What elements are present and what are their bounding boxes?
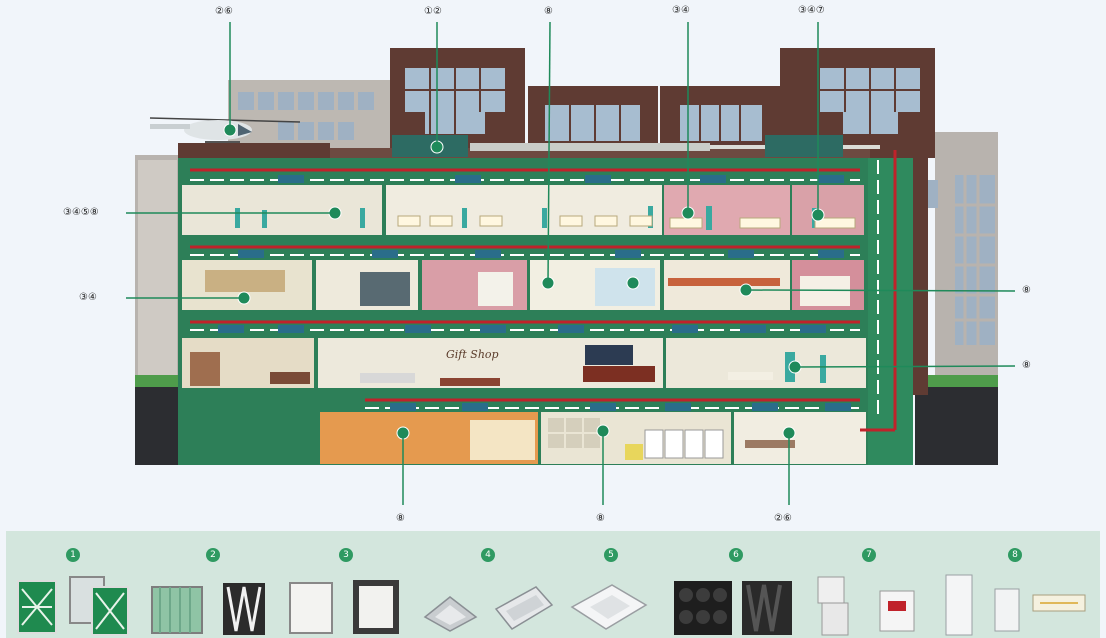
gift-shop-sign: Gift Shop xyxy=(446,348,499,361)
legend-number-5: 5 xyxy=(604,548,618,562)
legend-number-6: 6 xyxy=(729,548,743,562)
callout-top-room: ③④ xyxy=(672,5,690,16)
fan-filter-unit-icon xyxy=(570,584,648,630)
floor-3 xyxy=(182,185,864,235)
legend-number-3: 3 xyxy=(339,548,353,562)
hepa-terminal-box-icon xyxy=(494,586,554,630)
helicopter xyxy=(149,117,301,143)
compact-air-purifier-icon xyxy=(994,588,1020,632)
callout-markers xyxy=(223,123,825,440)
bag-filter-icon xyxy=(151,586,203,634)
legend-number-8: 8 xyxy=(1008,548,1022,562)
tower-air-purifier-icon xyxy=(945,574,973,636)
hepa-panel-filter-icon xyxy=(289,582,333,634)
callout-bottom-right: ②⑥ xyxy=(774,513,792,524)
grass-left xyxy=(135,375,180,387)
legend-number-7: 7 xyxy=(862,548,876,562)
ground-right xyxy=(915,387,998,465)
callout-bottom-center: ⑧ xyxy=(596,513,605,524)
carbon-cylinder-filter-icon xyxy=(674,581,732,635)
dust-collector-icon xyxy=(817,576,849,636)
callout-bottom-left: ⑧ xyxy=(396,513,405,524)
callout-right-floor2: ⑧ xyxy=(1022,285,1031,296)
vertical-duct-shaft xyxy=(868,158,913,465)
roof-ledge xyxy=(330,148,870,158)
rooftop-ahu-right xyxy=(765,135,843,157)
legend-number-2: 2 xyxy=(206,548,220,562)
ceiling-diffuser-icon xyxy=(423,596,478,632)
background-building-left xyxy=(135,80,390,465)
grass-right xyxy=(915,375,998,387)
v-bank-filter-icon xyxy=(223,583,265,635)
roof-slab xyxy=(178,143,330,159)
callout-top-center: ⑧ xyxy=(544,6,553,17)
callout-left-floor2: ③④ xyxy=(79,292,97,303)
hospital-hvac-cutaway: Gift Shop xyxy=(126,21,1016,505)
floor-1 xyxy=(182,338,866,388)
hepa-box-filter-icon xyxy=(353,580,399,634)
background-building-right xyxy=(914,132,998,377)
ceiling-diffusers xyxy=(218,175,851,411)
callout-heli-filters: ②⑥ xyxy=(215,6,233,17)
green-panel-filter-icon xyxy=(17,580,57,634)
portable-air-purifier-icon xyxy=(879,590,915,632)
carbon-v-bank-filter-icon xyxy=(742,581,792,635)
legend-products xyxy=(17,574,1086,636)
legend-number-1: 1 xyxy=(66,548,80,562)
basement xyxy=(320,412,866,464)
green-panel-filter-pair-icon xyxy=(69,576,129,636)
leader-lines xyxy=(126,21,1016,505)
callout-left-floor3: ③④⑤⑧ xyxy=(63,207,99,218)
legend-number-4: 4 xyxy=(481,548,495,562)
rooftop-ahu-left xyxy=(392,135,468,157)
callout-top-right: ③④⑦ xyxy=(798,5,825,16)
callout-right-floor1: ⑧ xyxy=(1022,360,1031,371)
floor-2 xyxy=(182,260,864,310)
callout-rooftop-ahu: ①② xyxy=(424,6,442,17)
rooftop-duct xyxy=(470,143,710,151)
duct-sterilizer-icon xyxy=(1032,594,1086,612)
